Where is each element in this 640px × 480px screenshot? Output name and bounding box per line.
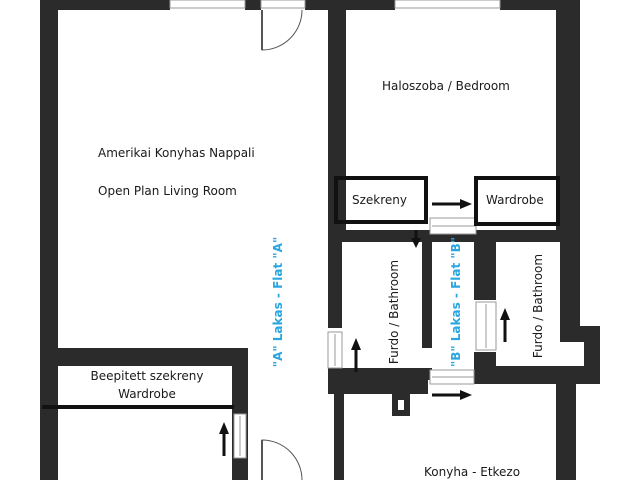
wall-bath-b-left	[474, 236, 496, 300]
window-hall-top	[260, 0, 306, 9]
wall-top-left	[40, 0, 170, 10]
arrow-bath-a-up	[351, 338, 361, 372]
closet-box-en	[474, 176, 560, 226]
label-living-en: Open Plan Living Room	[98, 184, 237, 198]
arrow-hall-up	[219, 422, 229, 456]
label-closet-hu: Szekreny	[352, 193, 407, 207]
label-builtin-hu: Beepitett szekreny	[91, 369, 204, 383]
label-builtin-en: Wardrobe	[118, 387, 176, 401]
wall-right-step	[560, 236, 580, 328]
label-bath-a: Furdo / Bathroom	[387, 260, 401, 364]
wall-bath-a-lower	[334, 394, 344, 480]
wall-kitchen-top	[474, 366, 600, 384]
window-living	[169, 0, 246, 9]
doors	[261, 9, 303, 480]
door-swing-bottom	[261, 439, 303, 480]
arrows	[219, 199, 510, 456]
wall-builtin-top	[58, 348, 248, 366]
wall-left	[40, 0, 58, 480]
label-flat-a: "A" Lakas - Flat "A"	[271, 237, 285, 367]
label-kitchen: Konyha - Etkezo	[424, 465, 520, 479]
wall-bath-a-right	[422, 236, 432, 348]
wall-bath-b-left-low	[474, 352, 496, 368]
arrow-closet-right	[432, 199, 472, 209]
door-swing-top	[261, 9, 303, 51]
windows	[169, 0, 501, 459]
wall-hall-left	[40, 458, 58, 480]
wall-bedroom-bottom	[328, 230, 580, 242]
label-living-hu: Amerikai Konyhas Nappali	[98, 146, 255, 160]
wall-corridor-bottom	[328, 380, 428, 394]
wall-top-center	[305, 0, 395, 10]
label-flat-b: "B" Lakas - Flat "B"	[449, 237, 463, 367]
window-bedroom	[394, 0, 501, 9]
arrow-bath-b-up	[500, 308, 510, 342]
label-closet-en: Wardrobe	[486, 193, 544, 207]
wall-bath-a-bottom	[328, 368, 432, 380]
wall-central-lower	[328, 236, 342, 328]
pillar-hole	[398, 400, 404, 410]
wall-top-mid	[245, 0, 261, 10]
wall-top-right	[500, 0, 580, 10]
wall-right-lower	[556, 384, 576, 480]
label-bedroom: Haloszoba / Bedroom	[382, 79, 510, 93]
closet-box-hu	[334, 176, 428, 224]
walls	[40, 0, 600, 480]
label-bath-b: Furdo / Bathroom	[531, 254, 545, 358]
arrow-closet-down	[411, 230, 421, 248]
window-lines	[239, 225, 487, 456]
arrow-corridor-right	[432, 390, 472, 400]
